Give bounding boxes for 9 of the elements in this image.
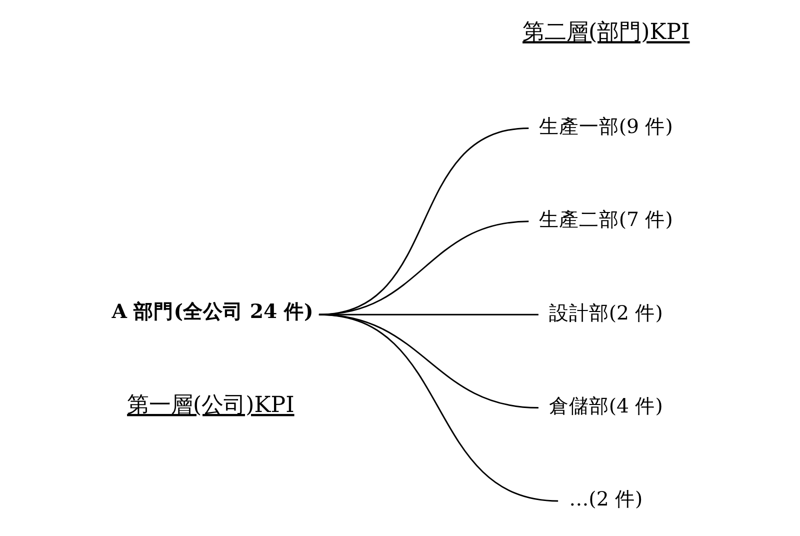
- node-text: A 部門(全公司 24 件): [111, 300, 313, 324]
- label: 第二層(部門)KPI: [522, 20, 690, 46]
- node-text: 倉儲部(4 件): [548, 394, 662, 418]
- node-text: 設計部(2 件): [548, 301, 662, 324]
- node-text: 生產二部(7 件): [538, 208, 672, 232]
- connector: [318, 314, 558, 502]
- label: 第一層(公司)KPI: [126, 392, 294, 418]
- node-text: 生產一部(9 件): [538, 114, 672, 138]
- node-text: …(2 件): [568, 488, 642, 511]
